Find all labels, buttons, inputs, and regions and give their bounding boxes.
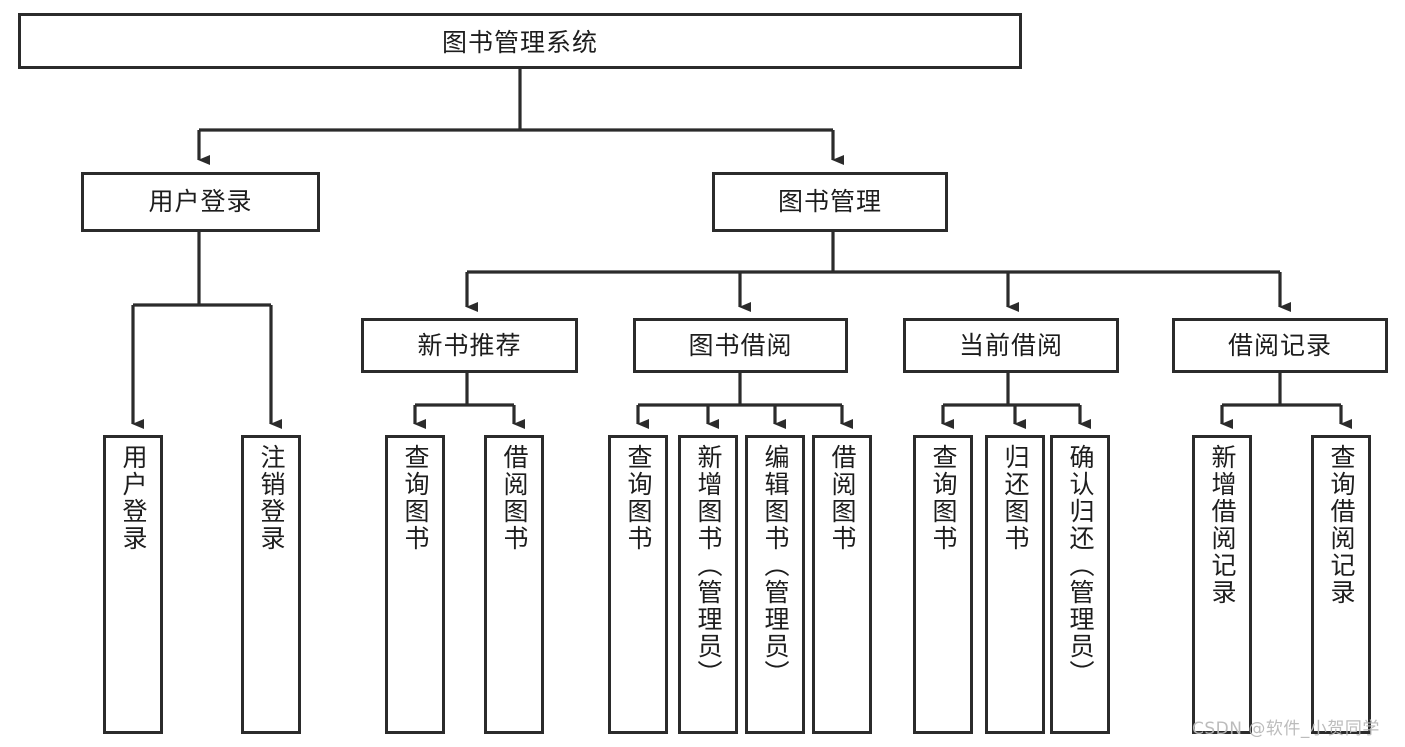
leaf-label: 编辑图书（管理员） [761, 444, 790, 687]
leaf-label: 新增图书（管理员） [694, 444, 723, 687]
leaf-borrow-book-newrec[interactable]: 借阅图书 [484, 435, 544, 734]
node-user-login[interactable]: 用户登录 [81, 172, 320, 232]
node-book-management[interactable]: 图书管理 [712, 172, 948, 232]
leaf-label: 注销登录 [257, 444, 286, 552]
leaf-user-login[interactable]: 用户登录 [103, 435, 163, 734]
node-label: 图书管理系统 [441, 28, 598, 57]
leaf-borrow-book[interactable]: 借阅图书 [812, 435, 872, 734]
node-label: 新书推荐 [417, 330, 522, 360]
leaf-label: 用户登录 [119, 444, 148, 552]
leaf-edit-book-admin[interactable]: 编辑图书（管理员） [745, 435, 805, 734]
leaf-label: 借阅图书 [828, 444, 857, 552]
leaf-add-book-admin[interactable]: 新增图书（管理员） [678, 435, 738, 734]
node-label: 图书借阅 [688, 330, 793, 360]
leaf-label: 查询图书 [624, 444, 653, 552]
leaf-label: 新增借阅记录 [1208, 444, 1237, 606]
node-borrow-record[interactable]: 借阅记录 [1172, 318, 1388, 373]
leaf-label: 查询图书 [401, 444, 430, 552]
leaf-add-borrow-record[interactable]: 新增借阅记录 [1192, 435, 1252, 734]
node-book-borrow[interactable]: 图书借阅 [633, 318, 848, 373]
leaf-query-book-newrec[interactable]: 查询图书 [385, 435, 445, 734]
node-label: 图书管理 [777, 187, 882, 217]
leaf-logout[interactable]: 注销登录 [241, 435, 301, 734]
node-label: 借阅记录 [1227, 330, 1332, 360]
node-root-system[interactable]: 图书管理系统 [18, 13, 1022, 69]
leaf-label: 借阅图书 [500, 444, 529, 552]
node-label: 用户登录 [148, 187, 253, 217]
leaf-label: 查询借阅记录 [1327, 444, 1356, 606]
leaf-confirm-return-admin[interactable]: 确认归还（管理员） [1050, 435, 1110, 734]
leaf-label: 归还图书 [1001, 444, 1030, 552]
csdn-watermark: CSDN @软件_小贺同学 [1192, 719, 1380, 739]
leaf-query-borrow-record[interactable]: 查询借阅记录 [1311, 435, 1371, 734]
node-label: 当前借阅 [958, 330, 1063, 360]
leaf-return-book[interactable]: 归还图书 [985, 435, 1045, 734]
node-new-book-recommend[interactable]: 新书推荐 [361, 318, 578, 373]
leaf-query-book-borrow[interactable]: 查询图书 [608, 435, 668, 734]
node-current-borrow[interactable]: 当前借阅 [903, 318, 1119, 373]
leaf-label: 确认归还（管理员） [1066, 444, 1095, 687]
leaf-query-book-current[interactable]: 查询图书 [913, 435, 973, 734]
leaf-label: 查询图书 [929, 444, 958, 552]
